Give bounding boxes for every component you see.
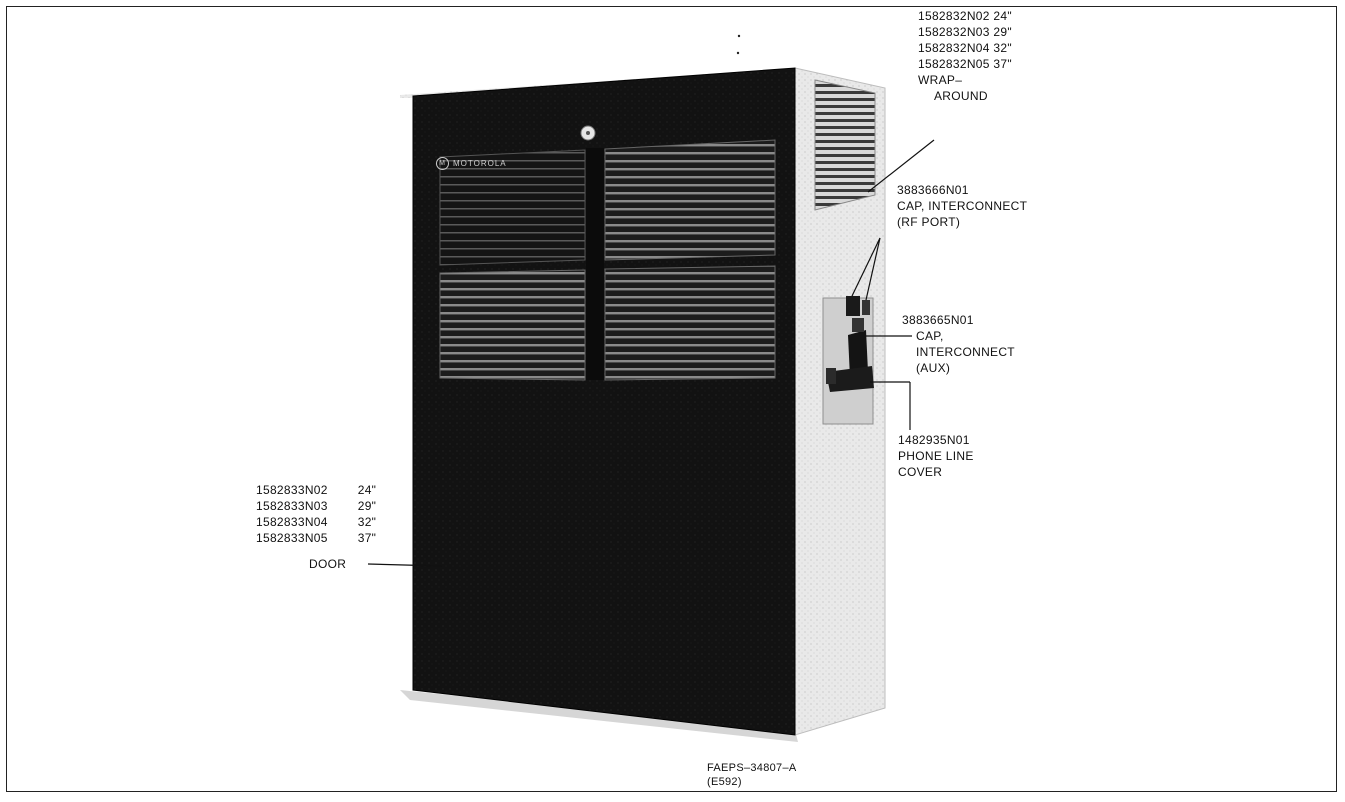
door-part-row: 1582833N03 29" [256, 498, 376, 514]
wraparound-part-row: 1582832N03 29" [918, 25, 1012, 39]
door-part-size: 24" [357, 483, 377, 497]
phone-cover-label: 1482935N01 PHONE LINE COVER [898, 432, 974, 480]
connector-plate [822, 297, 874, 425]
wraparound-name-line2: AROUND [934, 89, 988, 103]
rf-port-cap [846, 296, 860, 316]
aux-cap-name3: (AUX) [916, 361, 951, 375]
wraparound-part-row: 1582832N02 24" [918, 9, 1012, 23]
phone-cover-name: PHONE LINE [898, 449, 974, 463]
door-part-size: 37" [357, 531, 377, 545]
leader-lines [367, 139, 935, 567]
door-part-size: 32" [357, 515, 377, 529]
door-part-number: 1582833N02 [256, 483, 328, 497]
door-part-row: 1582833N05 37" [256, 530, 376, 546]
grille-lower-right [604, 265, 776, 381]
door-label: DOOR [309, 557, 347, 571]
figure-id-suffix: (E592) [707, 776, 742, 788]
rf-cap-part: 3883666N01 [897, 183, 969, 197]
door-part-size: 29" [357, 499, 377, 513]
figure-border [6, 6, 1337, 792]
aux-cap-label: 3883665N01 CAP, INTERCONNECT (AUX) [902, 312, 1015, 376]
aux-cap-name2: INTERCONNECT [916, 345, 1015, 359]
aux-cap-name: CAP, [916, 329, 944, 343]
wraparound-part-row: 1582832N05 37" [918, 57, 1012, 71]
door-part-row: 1582833N04 32" [256, 514, 376, 530]
door-part-number: 1582833N05 [256, 531, 328, 545]
rf-cap-name: CAP, INTERCONNECT [897, 199, 1028, 213]
phone-cover-part: 1482935N01 [898, 433, 970, 447]
wraparound-label: 1582832N02 24" 1582832N03 29" 1582832N04… [918, 8, 1012, 104]
rf-cap-subname: (RF PORT) [897, 215, 961, 229]
phone-cover-name2: COVER [898, 465, 943, 479]
aux-cap-part: 3883665N01 [902, 313, 974, 327]
grille-upper-left [439, 149, 586, 266]
grille-lower-left [439, 269, 586, 381]
side-vent-louvers [814, 79, 876, 211]
phone-line-cover [826, 366, 874, 392]
grille-upper-right [604, 139, 776, 261]
rf-cap-label: 3883666N01 CAP, INTERCONNECT (RF PORT) [897, 182, 1027, 230]
wraparound-name-line1: WRAP– [918, 73, 963, 87]
door-part-number: 1582833N04 [256, 515, 328, 529]
wraparound-part-row: 1582832N04 32" [918, 41, 1012, 55]
door-part-row: 1582833N02 24" [256, 482, 376, 498]
figure-id: FAEPS–34807–A (E592) [707, 761, 797, 789]
door-parts-table: 1582833N02 24" 1582833N03 29" 1582833N04 32… [256, 482, 376, 546]
figure-id-code: FAEPS–34807–A [707, 762, 797, 774]
aux-cap [848, 330, 868, 378]
door-part-number: 1582833N03 [256, 499, 328, 513]
